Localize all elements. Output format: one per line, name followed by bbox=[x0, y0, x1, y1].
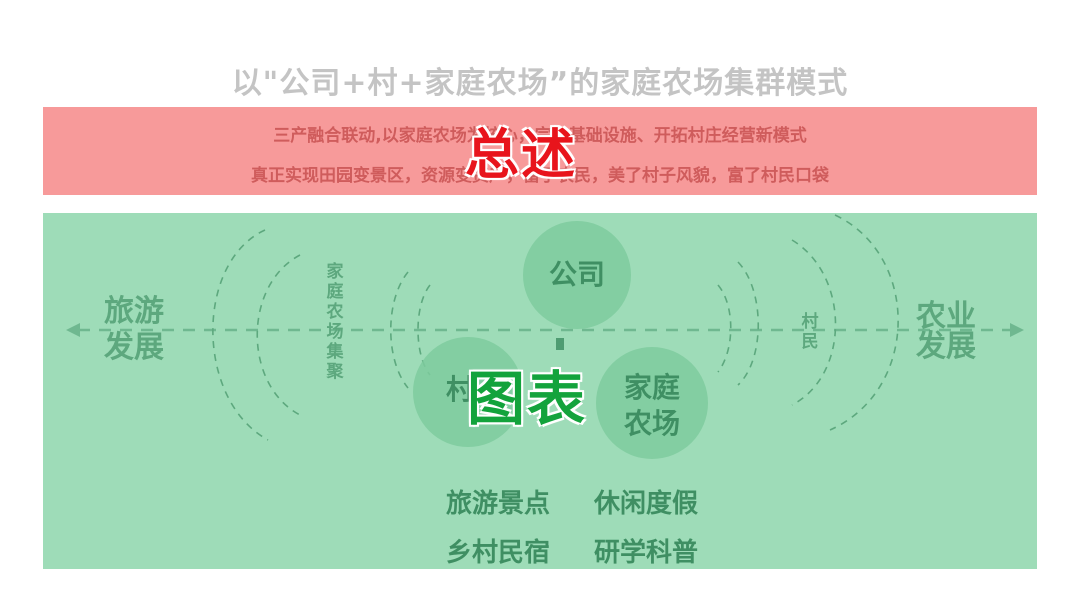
circle-label-family-farm: 家庭 农场 bbox=[602, 370, 702, 442]
bottom-item-homestay: 乡村民宿 bbox=[446, 538, 551, 568]
circle-label-company: 公司 bbox=[548, 258, 605, 291]
arc-left-outer bbox=[212, 229, 269, 441]
right-label-agriculture: 农业 发展 bbox=[916, 302, 976, 362]
overlay-summary-label: 总述 bbox=[465, 123, 577, 186]
bottom-item-scenic: 旅游景点 bbox=[446, 489, 551, 519]
circle-village bbox=[413, 337, 523, 447]
vertical-label-farm-cluster: 家庭农场集聚 bbox=[326, 262, 344, 382]
axis-arrow-right bbox=[1010, 323, 1024, 337]
vertical-label-villagers: 村民 bbox=[801, 312, 819, 352]
arc-right-middle bbox=[791, 239, 837, 406]
arc-left-inner bbox=[389, 271, 409, 389]
summary-line-1: 三产融合联动,以家庭农场为核心，完善基础设施、开拓村庄经营新模式 bbox=[273, 126, 807, 146]
arc-right-outer bbox=[829, 214, 899, 431]
circle-company bbox=[523, 221, 631, 329]
circle-label-family-farm-line-2: 农场 bbox=[623, 407, 680, 440]
arc-right-inner bbox=[737, 261, 759, 386]
circle-family-farm bbox=[596, 347, 708, 459]
summary-line-2: 真正实现田园变景区，资源变资产，富了农民，美了村子风貌，富了村民口袋 bbox=[251, 166, 829, 186]
left-label-line-1: 旅游 bbox=[104, 294, 164, 329]
left-label-line-2: 发展 bbox=[104, 330, 164, 365]
connector-stub bbox=[556, 338, 564, 350]
left-label-tourism: 旅游 发展 bbox=[104, 294, 164, 366]
arc-left-middle bbox=[256, 254, 301, 416]
arc-right-small bbox=[717, 284, 732, 373]
overlay-chart-label: 图表 bbox=[467, 365, 588, 433]
circle-label-village: 村 bbox=[445, 373, 474, 406]
right-label-line-2: 发展 bbox=[916, 329, 976, 364]
bottom-item-leisure: 休闲度假 bbox=[594, 489, 699, 519]
summary-band: 三产融合联动,以家庭农场为核心，完善基础设施、开拓村庄经营新模式 真正实现田园变… bbox=[43, 107, 1037, 195]
right-label-line-1: 农业 bbox=[916, 299, 976, 334]
axis-arrow-left bbox=[66, 323, 80, 337]
circle-label-family-farm-line-1: 家庭 bbox=[623, 371, 680, 404]
bottom-item-study: 研学科普 bbox=[594, 538, 699, 568]
page-title: 以"公司+村+家庭农场”的家庭农场集群模式 bbox=[231, 66, 849, 101]
